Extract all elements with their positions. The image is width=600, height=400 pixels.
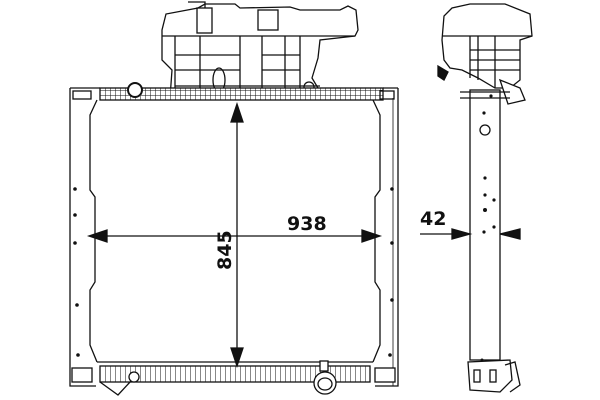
side-view <box>437 3 533 393</box>
expansion-tank <box>161 1 359 99</box>
top-filler-boss <box>127 82 143 98</box>
bottom-header-tank <box>71 360 396 396</box>
depth-dimension-label: 42 <box>420 208 447 230</box>
width-dimension <box>86 229 383 243</box>
depth-dimension <box>420 228 521 240</box>
front-view <box>69 1 399 396</box>
radiator-frame <box>69 87 399 387</box>
height-dimension-label: 845 <box>214 230 236 270</box>
top-header-tank <box>99 87 384 101</box>
width-dimension-label: 938 <box>287 213 327 235</box>
side-expansion-tank <box>441 3 533 89</box>
side-core <box>460 89 521 393</box>
dimension-lines <box>86 101 521 369</box>
